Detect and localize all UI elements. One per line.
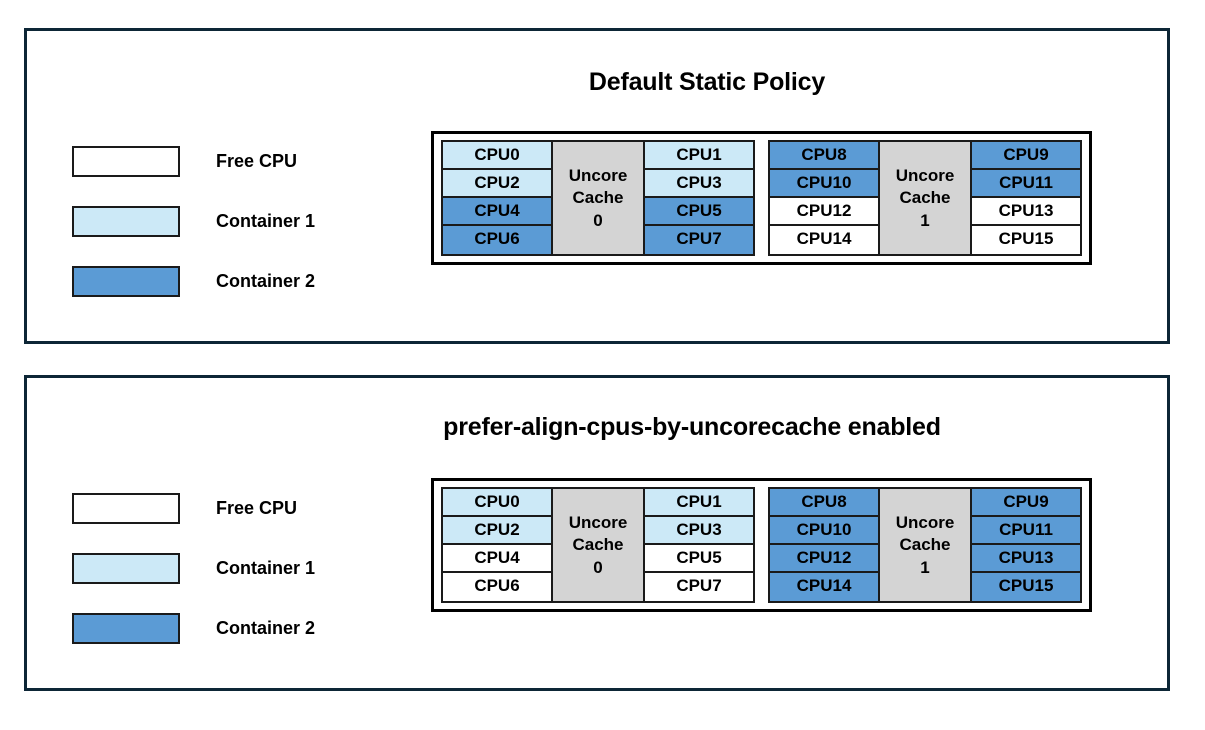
uncore-cache-label-line-2: Cache	[899, 535, 951, 555]
legend: Free CPU Container 1 Container 2	[72, 478, 372, 658]
legend-label-container-1: Container 1	[216, 210, 316, 231]
uncore-cache-label-line-2: Cache	[572, 535, 624, 555]
legend-swatch-container-1	[72, 205, 180, 237]
cpu-cell: CPU8	[770, 489, 878, 517]
legend-label-container-2: Container 2	[216, 270, 316, 291]
cpu-cell: CPU3	[645, 517, 753, 545]
panel-prefer-align-cpus-by-uncorecache: prefer-align-cpus-by-uncorecache enabled…	[24, 375, 1170, 691]
page-title: Default Static Policy	[588, 68, 826, 96]
legend-item-container-1: Container 1	[72, 538, 372, 598]
panel-default-static-policy: Default Static Policy Free CPU Container…	[24, 28, 1170, 344]
cpu-cell: CPU9	[972, 142, 1080, 170]
cpu-cell: CPU5	[645, 198, 753, 226]
page-title: prefer-align-cpus-by-uncorecache enabled	[443, 413, 941, 441]
cpu-cell: CPU13	[972, 545, 1080, 573]
legend-swatch-container-2	[72, 265, 180, 297]
uncore-cache-label-line-1: Uncore	[895, 512, 955, 532]
legend-label-free-cpu: Free CPU	[216, 497, 298, 518]
legend-item-container-2: Container 2	[72, 598, 372, 658]
legend-item-container-1: Container 1	[72, 191, 372, 251]
legend-item-free-cpu: Free CPU	[72, 131, 372, 191]
uncore-cache-label-line-1: Uncore	[568, 512, 628, 532]
cpu-cell: CPU7	[645, 573, 753, 601]
legend-swatch-free-cpu	[72, 492, 180, 524]
cpu-cell: CPU4	[443, 198, 551, 226]
cpu-cell: CPU7	[645, 226, 753, 254]
cpu-cell: CPU12	[770, 545, 878, 573]
legend-item-container-2: Container 2	[72, 251, 372, 311]
cpu-cell: CPU14	[770, 226, 878, 254]
legend-label-container-2: Container 2	[216, 617, 316, 638]
cpu-cell: CPU2	[443, 170, 551, 198]
cpu-cell: CPU14	[770, 573, 878, 601]
cpu-cell: CPU10	[770, 170, 878, 198]
legend-item-free-cpu: Free CPU	[72, 478, 372, 538]
cpu-cell: CPU3	[645, 170, 753, 198]
uncore-cache-label-line-3: 1	[920, 210, 930, 230]
legend: Free CPU Container 1 Container 2	[72, 131, 372, 311]
cpu-cell: CPU9	[972, 489, 1080, 517]
legend-label-free-cpu: Free CPU	[216, 150, 298, 171]
cpu-cell: CPU4	[443, 545, 551, 573]
uncore-cache-label-line-3: 0	[593, 210, 603, 230]
uncore-cache-label-line-2: Cache	[572, 188, 624, 208]
cpu-cell: CPU0	[443, 489, 551, 517]
cpu-cell: CPU11	[972, 170, 1080, 198]
cpu-cell: CPU5	[645, 545, 753, 573]
cpu-cell: CPU2	[443, 517, 551, 545]
uncore-cache-label-line-1: Uncore	[895, 165, 955, 185]
cpu-cell: CPU13	[972, 198, 1080, 226]
cpu-cell: CPU1	[645, 489, 753, 517]
cpu-cell: CPU1	[645, 142, 753, 170]
legend-label-container-1: Container 1	[216, 557, 316, 578]
uncore-cache-label-line-1: Uncore	[568, 165, 628, 185]
legend-swatch-free-cpu	[72, 145, 180, 177]
cpu-cell: CPU12	[770, 198, 878, 226]
cpu-cell: CPU6	[443, 226, 551, 254]
cpu-cell: CPU6	[443, 573, 551, 601]
cpu-cell: CPU0	[443, 142, 551, 170]
legend-swatch-container-2	[72, 612, 180, 644]
cpu-cell: CPU15	[972, 573, 1080, 601]
cpu-cell: CPU8	[770, 142, 878, 170]
uncore-cache-label-line-3: 1	[920, 557, 930, 577]
legend-swatch-container-1	[72, 552, 180, 584]
uncore-cache-label-line-3: 0	[593, 557, 603, 577]
uncore-cache-label-line-2: Cache	[899, 188, 951, 208]
cpu-cell: CPU11	[972, 517, 1080, 545]
cpu-cell: CPU15	[972, 226, 1080, 254]
cpu-cell: CPU10	[770, 517, 878, 545]
